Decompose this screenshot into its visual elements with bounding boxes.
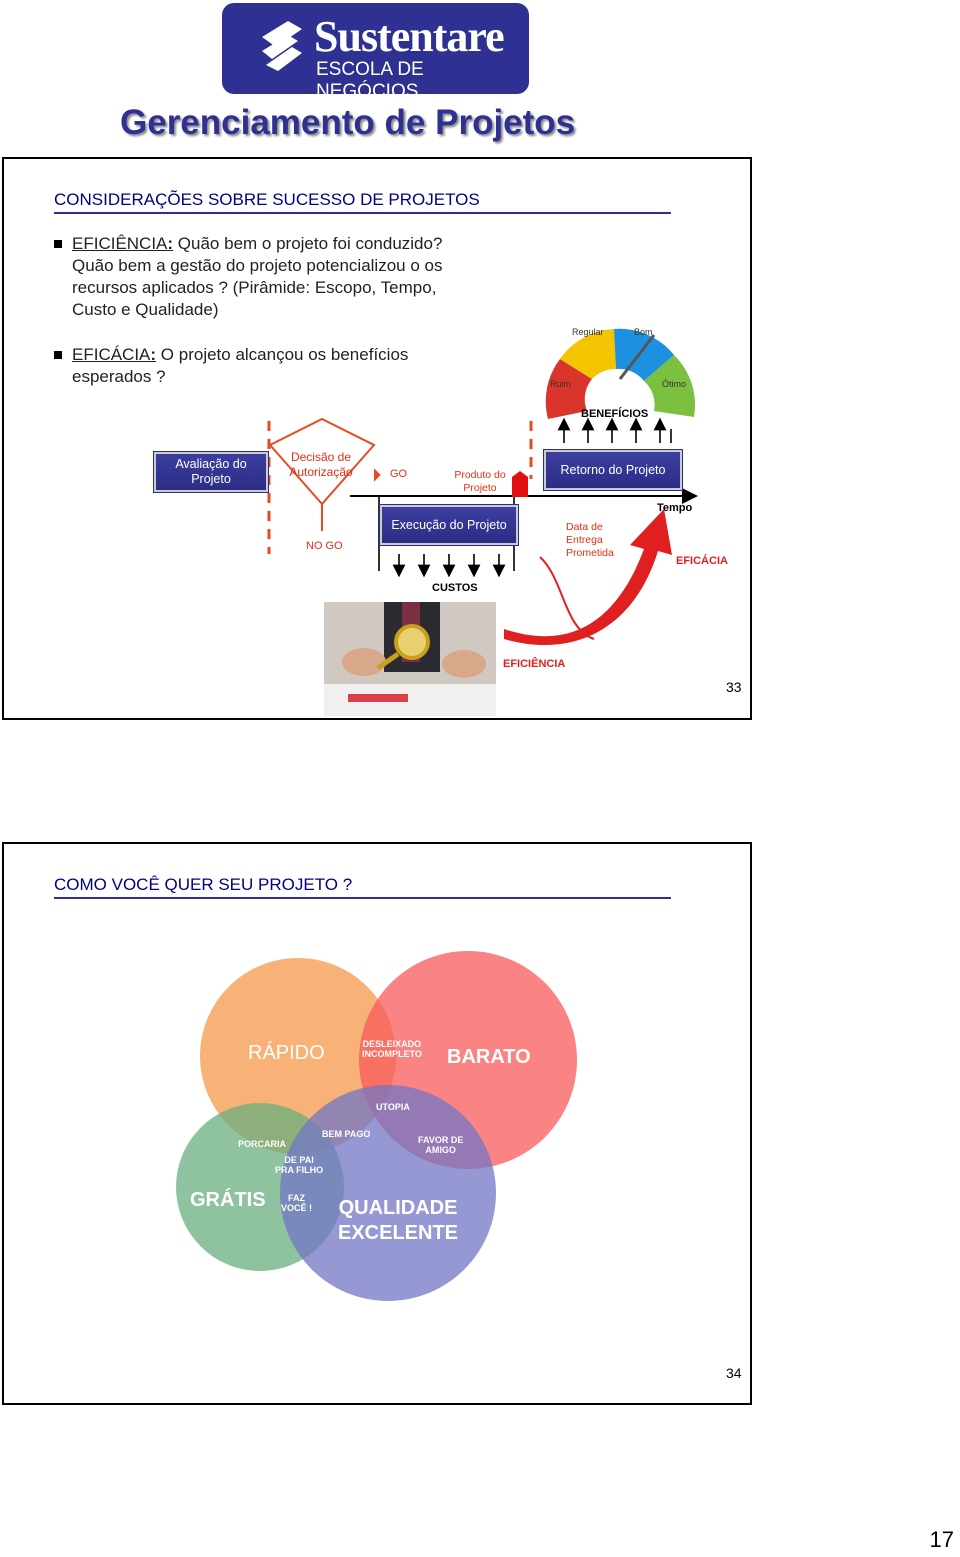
venn-bem-pago: BEM PAGO <box>322 1129 371 1139</box>
gauge-graphic: Ruim Regular Bom Ótimo <box>545 327 696 419</box>
circle-qualidade <box>280 1085 496 1301</box>
bullet2-line2: esperados ? <box>72 367 166 386</box>
slide-number: 34 <box>726 1365 742 1381</box>
magnifier-photo <box>324 602 496 716</box>
colon: : <box>150 345 157 364</box>
logo-mark-icon <box>262 21 302 71</box>
logo-subtitle: ESCOLA DE NEGÓCIOS <box>316 59 424 102</box>
label-data-entrega: Data de Entrega Prometida <box>566 521 614 559</box>
sustentare-logo: Sustentare ESCOLA DE NEGÓCIOS <box>222 3 529 102</box>
box-execucao: Execução do Projeto <box>380 505 518 545</box>
bullet1-line4: Custo e Qualidade) <box>72 300 219 319</box>
bullet1-line2: Quão bem a gestão do projeto potencializ… <box>72 256 443 275</box>
box-avaliacao: Avaliação do Projeto <box>154 452 268 492</box>
page-title: Gerenciamento de Projetos <box>120 103 576 142</box>
venn-barato: BARATO <box>447 1046 531 1068</box>
page-number: 17 <box>929 1527 954 1552</box>
bullet1-line1: Quão bem o projeto foi conduzido? <box>173 234 443 253</box>
label-beneficios: BENEFÍCIOS <box>581 408 649 420</box>
gauge-label-regular: Regular <box>572 327 604 337</box>
venn-diagram <box>176 951 577 1301</box>
heading-rule <box>54 897 671 899</box>
slide-heading: COMO VOCÊ QUER SEU PROJETO ? <box>54 875 353 894</box>
venn-qualidade: QUALIDADE EXCELENTE <box>338 1196 458 1246</box>
slide-heading: CONSIDERAÇÕES SOBRE SUCESSO DE PROJETOS <box>54 190 480 209</box>
box-retorno: Retorno do Projeto <box>544 450 682 490</box>
go-arrow-icon <box>373 468 381 482</box>
label-go: GO <box>390 468 408 480</box>
venn-desleixado: DESLEIXADO INCOMPLETO <box>362 1039 422 1059</box>
label-eficacia: EFICÁCIA <box>676 555 728 567</box>
bullet-eficiencia: EFICIÊNCIA: Quão bem o projeto foi condu… <box>72 233 442 321</box>
benefit-arrows <box>557 417 667 443</box>
gauge-label-otimo: Ótimo <box>662 379 686 389</box>
magnifier-icon <box>394 624 430 660</box>
decision-diamond <box>268 417 376 506</box>
gauge-label-ruim: Ruim <box>550 379 571 389</box>
slide-number: 33 <box>726 679 742 695</box>
logo-name: Sustentare <box>314 12 505 61</box>
label-produto: Produto do Projeto <box>454 469 506 494</box>
bullet-eficacia: EFICÁCIA: O projeto alcançou os benefíci… <box>72 344 408 388</box>
eficacia-arrow-icon <box>504 509 672 646</box>
gauge-needle <box>618 334 656 380</box>
colon: : <box>167 234 174 253</box>
venn-favor-line1: FAVOR DE <box>418 1135 464 1145</box>
bullet-icon <box>54 240 62 248</box>
slide-34: COMO VOCÊ QUER SEU PROJETO ? RÁPIDO BARA… <box>2 842 752 1405</box>
venn-de-pai: DE PAI PRA FILHO <box>275 1155 323 1175</box>
bullet2-line1: O projeto alcançou os benefícios <box>156 345 409 364</box>
label-decisao: Decisão de Autorização <box>289 450 353 479</box>
gauge-segment-regular <box>560 329 616 379</box>
heading-rule <box>54 212 671 214</box>
label-custos: CUSTOS <box>432 582 478 594</box>
venn-faz-line2: VOCÊ ! <box>281 1203 313 1213</box>
label-eficiencia: EFICIÊNCIA <box>503 658 566 670</box>
venn-gratis: GRÁTIS <box>190 1189 266 1211</box>
venn-faz-voce: FAZ VOCÊ ! <box>281 1193 312 1213</box>
slide-33: CONSIDERAÇÕES SOBRE SUCESSO DE PROJETOS … <box>2 157 752 720</box>
venn-desleixado-line2: INCOMPLETO <box>362 1049 422 1059</box>
venn-desleixado-line1: DESLEIXADO <box>362 1039 422 1049</box>
product-icon <box>512 471 528 497</box>
venn-favor-line2: AMIGO <box>425 1145 456 1155</box>
venn-utopia: UTOPIA <box>376 1102 410 1112</box>
venn-faz-line1: FAZ <box>288 1193 305 1203</box>
venn-pai-line1: DE PAI <box>284 1155 314 1165</box>
venn-qualidade-line1: QUALIDADE <box>338 1197 458 1219</box>
venn-favor: FAVOR DE AMIGO <box>418 1135 463 1155</box>
venn-pai-line2: PRA FILHO <box>275 1165 324 1175</box>
gauge-segment-otimo <box>644 355 696 417</box>
term-eficacia: EFICÁCIA <box>72 345 151 364</box>
bullet-icon <box>54 351 62 359</box>
label-no-go: NO GO <box>306 540 343 552</box>
gauge-label-bom: Bom <box>634 327 653 337</box>
dashed-milestones <box>267 421 533 554</box>
label-tempo: Tempo <box>657 502 693 514</box>
eficiencia-curve <box>539 556 595 640</box>
venn-qualidade-line2: EXCELENTE <box>338 1222 459 1244</box>
venn-porcaria: PORCARIA <box>238 1139 287 1149</box>
venn-rapido: RÁPIDO <box>248 1042 325 1064</box>
bullet1-line3: recursos aplicados ? (Pirâmide: Escopo, … <box>72 278 437 297</box>
term-eficiencia: EFICIÊNCIA <box>72 234 168 253</box>
gauge-segment-ruim <box>545 359 592 419</box>
